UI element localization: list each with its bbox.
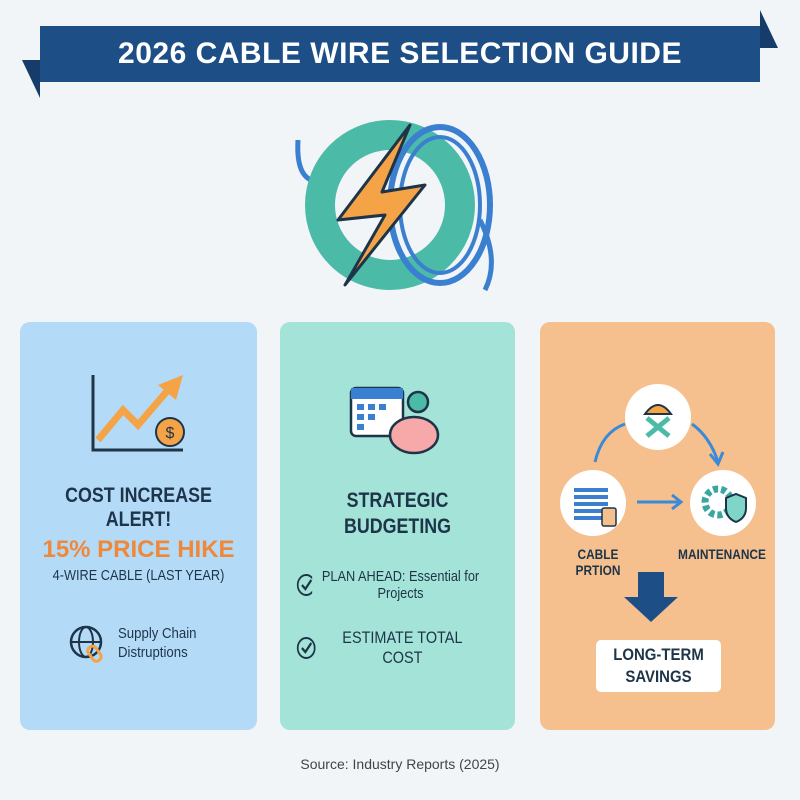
calendar-piggy-bank-icon (349, 386, 440, 455)
gear-shield-icon (690, 470, 756, 536)
cycle-label: CABLE PRTION (575, 546, 621, 578)
cycle-label: MAINTENANCE (678, 546, 766, 562)
strategic-budgeting-card: STRATEGIC BUDGETING PLAN AHEAD: Essentia… (280, 322, 515, 730)
page-title: 2026 CABLE WIRE SELECTION GUIDE (118, 37, 682, 70)
checklist-item: PLAN AHEAD: Essential for Projects (296, 568, 482, 602)
result-line: SAVINGS (625, 667, 692, 686)
svg-text:$: $ (166, 425, 175, 442)
banner-fold-left (22, 60, 40, 98)
check-circle-icon (296, 574, 313, 596)
rising-chart-dollar-icon: $ (91, 375, 185, 452)
checklist-item-text: ESTIMATE TOTAL COST (342, 628, 463, 667)
checklist-item: ESTIMATE TOTAL COST (296, 628, 482, 668)
card-heading: STRATEGIC (346, 489, 449, 512)
card-heading: BUDGETING (343, 515, 452, 538)
lightning-cable-reel-icon (295, 120, 494, 292)
globe-chain-icon (69, 625, 103, 663)
worker-tools-icon (625, 384, 691, 450)
source-note: Source: Industry Reports (2025) (300, 756, 500, 772)
title-banner: 2026 CABLE WIRE SELECTION GUIDE (40, 26, 760, 82)
cost-increase-card: $ COST INCREASE ALERT! 15% PRICE HIKE 4-… (20, 322, 257, 730)
note-line: Distruptions (118, 644, 188, 661)
long-term-savings-card: CABLE PRTION MAINTENANCE LONG-TERM SAVIN… (540, 322, 775, 730)
price-hike-highlight: 15% PRICE HIKE (42, 536, 235, 563)
savings-result-box: LONG-TERM SAVINGS (596, 640, 721, 692)
cycle-arrows (593, 422, 725, 622)
note-line: Supply Chain (118, 625, 197, 642)
highlight-subtext: 4-WIRE CABLE (LAST YEAR) (52, 567, 225, 584)
cable-price-tag-icon (560, 470, 626, 536)
check-circle-icon (296, 637, 316, 659)
banner-fold-right (760, 10, 778, 48)
result-line: LONG-TERM (613, 645, 704, 664)
checklist-item-text: PLAN AHEAD: Essential for Projects (321, 568, 480, 602)
card-heading: COST INCREASE ALERT! (65, 484, 212, 531)
